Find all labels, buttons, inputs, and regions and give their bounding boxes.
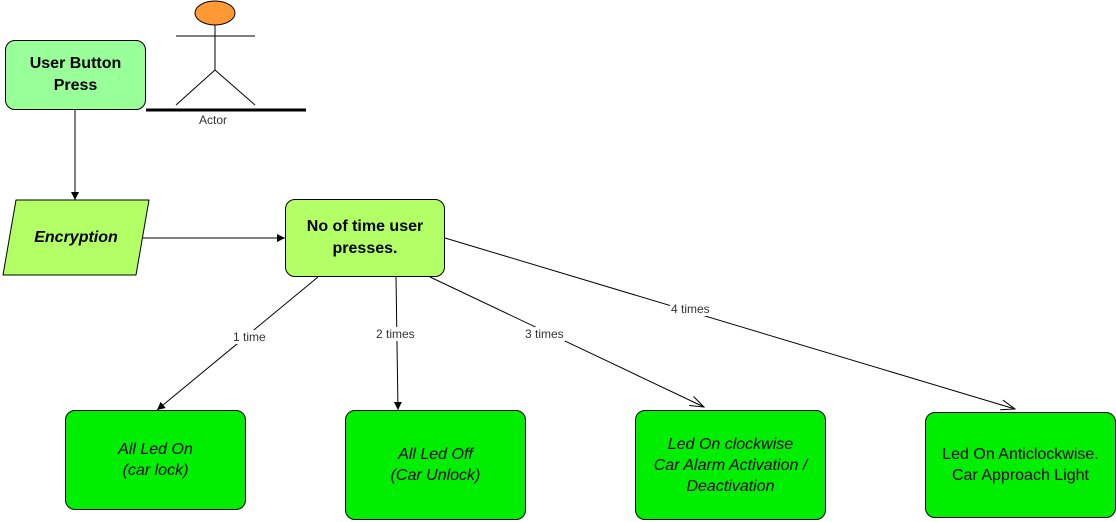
edge-label-3-times: 3 times: [524, 327, 565, 341]
outcome-anticlockwise-label: Led On Anticlockwise. Car Approach Light: [942, 446, 1099, 484]
outcome-all-led-off-label: All Led Off (Car Unlock): [390, 446, 481, 484]
outcome-all-led-on[interactable]: All Led On (car lock): [65, 410, 246, 510]
edge-label-2-times: 2 times: [375, 327, 416, 341]
outcome-clockwise[interactable]: Led On clockwise Car Alarm Activation / …: [635, 410, 826, 520]
decision-node[interactable]: No of time user presses.: [285, 199, 445, 277]
edge-3-times: [429, 276, 704, 407]
encryption-node[interactable]: Encryption: [10, 200, 142, 275]
edge-4-times: [444, 237, 1015, 409]
encryption-label: Encryption: [34, 228, 118, 246]
decision-label: No of time user presses.: [306, 218, 424, 257]
outcome-all-led-off[interactable]: All Led Off (Car Unlock): [345, 410, 526, 520]
edge-label-4-times: 4 times: [670, 302, 711, 316]
actor-head: [194, 0, 236, 26]
actor-figure: [146, 0, 306, 112]
encryption-shape: [2, 199, 150, 276]
outcome-clockwise-label: Led On clockwise Car Alarm Activation / …: [653, 435, 808, 495]
actor-label: Actor: [199, 113, 228, 127]
edge-label-1-time: 1 time: [232, 330, 267, 344]
outcome-anticlockwise[interactable]: Led On Anticlockwise. Car Approach Light: [925, 412, 1116, 518]
start-node[interactable]: User Button Press: [5, 40, 146, 110]
start-node-label: User Button Press: [29, 55, 122, 94]
edge-2-times: [393, 276, 402, 411]
outcome-all-led-on-label: All Led On (car lock): [118, 441, 193, 479]
